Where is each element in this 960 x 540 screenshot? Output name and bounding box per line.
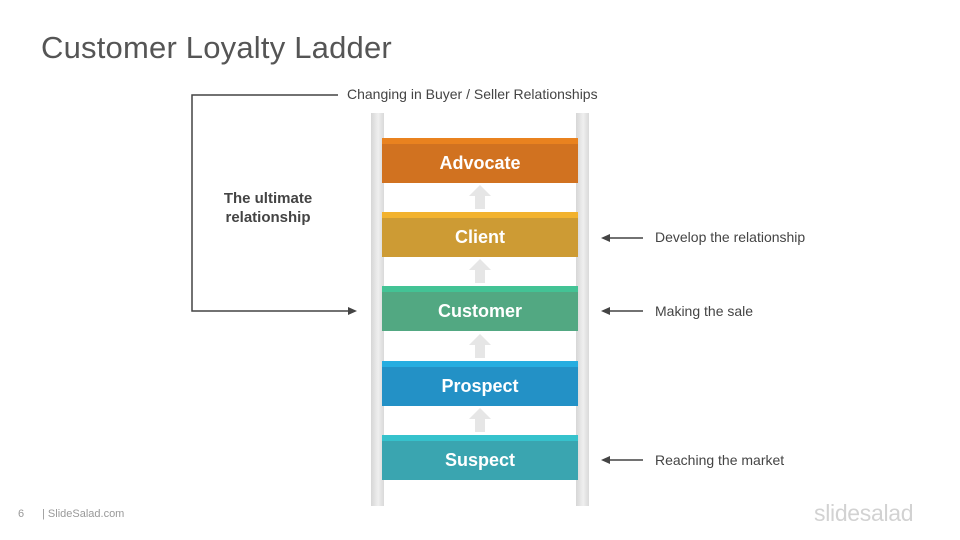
footer-site: | SlideSalad.com (42, 508, 125, 520)
rung-customer: Customer (382, 286, 578, 331)
rung-advocate: Advocate (382, 138, 578, 183)
up-arrow-icon (469, 408, 491, 432)
brand-logo: slidesalad (814, 500, 914, 526)
up-arrow-icon (469, 259, 491, 283)
left-arrow-icon (601, 456, 610, 464)
up-arrow-icon (469, 185, 491, 209)
left-arrow-icon (601, 234, 610, 242)
note-reaching-market: Reaching the market (655, 452, 785, 468)
page-number: 6 (18, 508, 25, 520)
note-making-sale: Making the sale (655, 303, 754, 319)
note-develop-relationship: Develop the relationship (655, 229, 806, 245)
ladder-rail-left (371, 113, 384, 506)
rung-client-label: Client (382, 218, 578, 257)
rung-advocate-label: Advocate (382, 144, 578, 183)
ultimate-line-1: The ultimate (223, 190, 313, 207)
up-arrow-icon (469, 334, 491, 358)
rung-client: Client (382, 212, 578, 257)
rung-suspect: Suspect (382, 435, 578, 480)
ultimate-relationship-label: The ultimate relationship (200, 189, 336, 227)
rung-prospect: Prospect (382, 361, 578, 406)
left-arrow-icon (601, 307, 610, 315)
slide-title: Customer Loyalty Ladder (41, 30, 392, 65)
rung-suspect-label: Suspect (382, 441, 578, 480)
ultimate-line-2: relationship (225, 209, 311, 226)
bracket-arrowhead-icon (348, 307, 357, 315)
ladder-subtitle: Changing in Buyer / Seller Relationships (347, 86, 598, 102)
rung-customer-label: Customer (382, 292, 578, 331)
rung-prospect-label: Prospect (382, 367, 578, 406)
ladder-rail-right (576, 113, 589, 506)
